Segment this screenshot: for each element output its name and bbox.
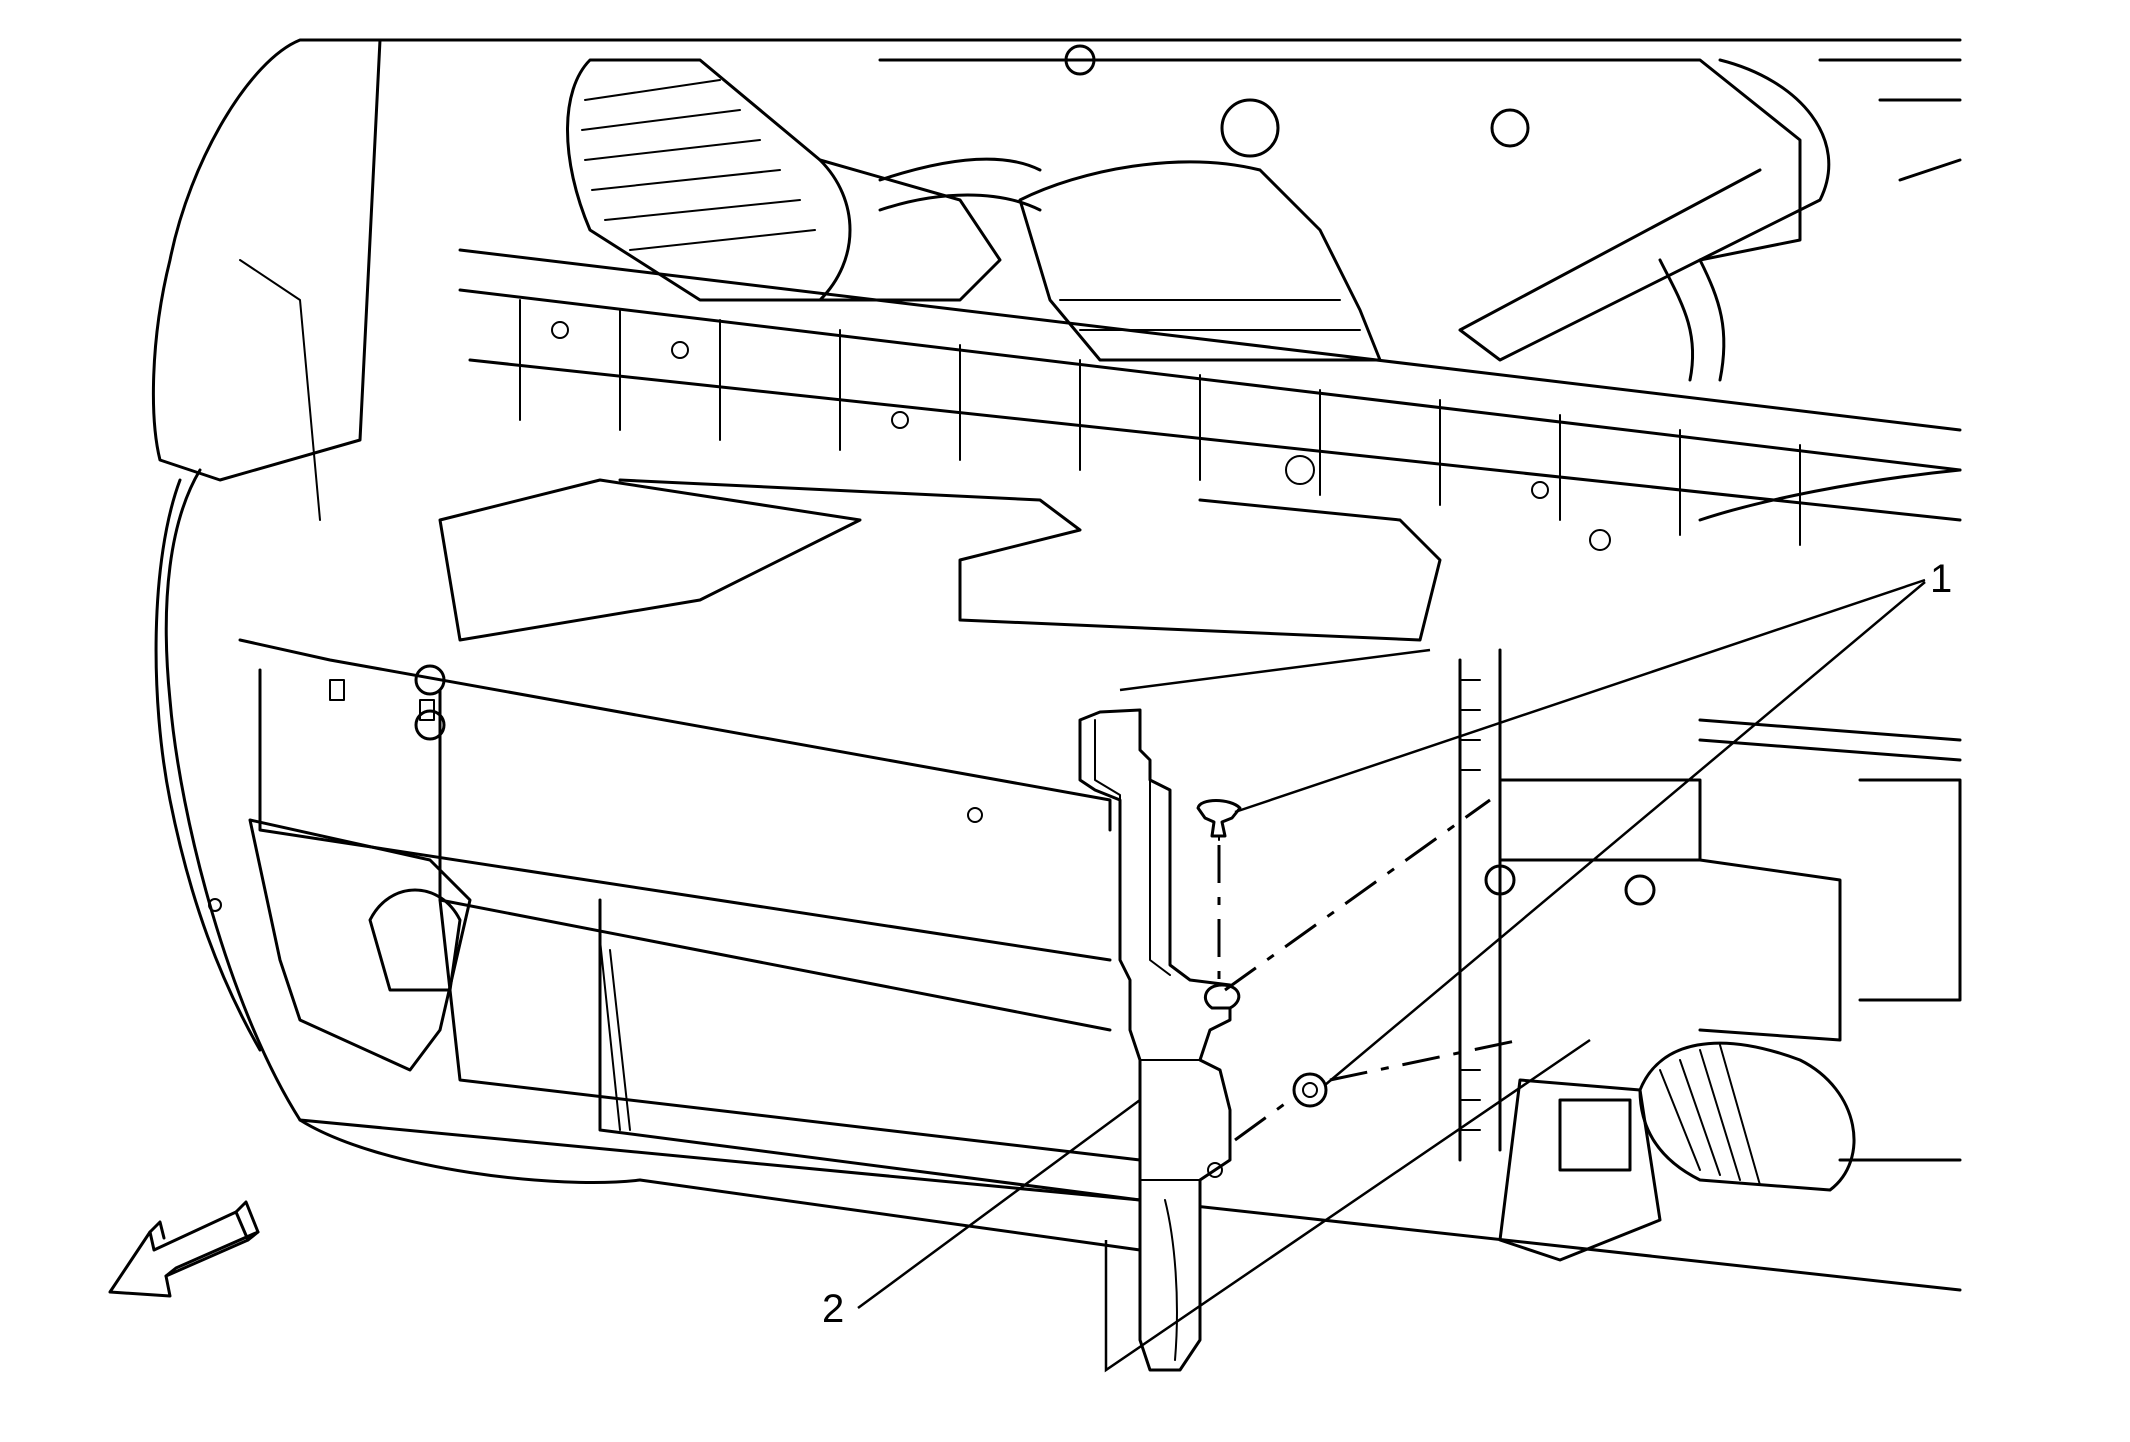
air-baffle-part: [1078, 708, 1232, 1372]
fastener-parts: [1104, 648, 1591, 1373]
radiator-assembly: [208, 638, 1962, 1292]
callout-1-leader-b: [1324, 581, 1926, 1086]
radiator-support: [458, 248, 1962, 551]
callout-2-leader: [857, 1098, 1141, 1310]
air-intake-duct: [566, 58, 1002, 302]
callout-2-label: 2: [822, 1287, 844, 1331]
callout-1-leader-a: [1234, 578, 1926, 814]
front-direction-arrow-icon: [108, 1200, 260, 1298]
callout-1-label: 1: [1930, 557, 1952, 601]
engine-compartment: [151, 38, 1962, 1184]
right-side-structure: [1458, 468, 1962, 1262]
